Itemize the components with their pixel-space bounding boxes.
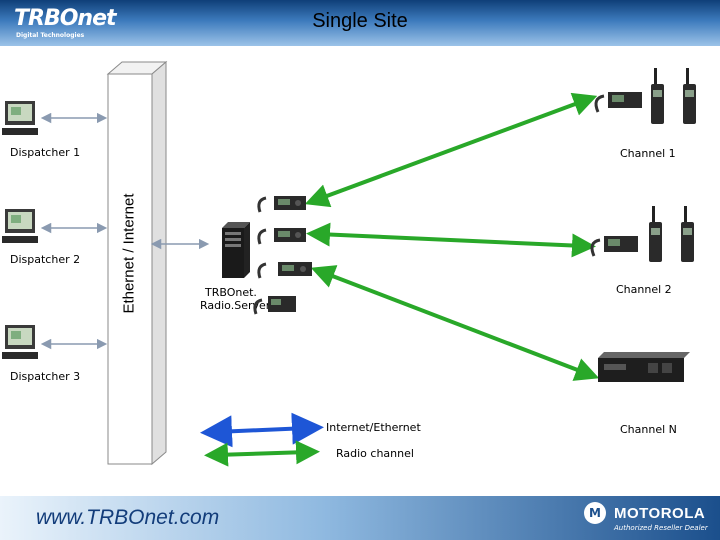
server-label-line1: TRBOnet. [205, 286, 257, 299]
server-label-line2: Radio.Server [200, 299, 271, 312]
trbonet-logo: TRBOnet [14, 6, 117, 31]
dispatcher-2-computer-icon [2, 209, 38, 243]
mobile-radio-icon [253, 296, 296, 315]
dispatcher-1-computer-icon [2, 101, 38, 135]
header-banner [0, 0, 720, 46]
mobile-radio-icon [257, 196, 306, 213]
channel-1-portable-radio-icon [651, 68, 664, 124]
dispatcher-3-label: Dispatcher 3 [10, 370, 81, 383]
radio-link-channel-n [310, 265, 600, 381]
dispatcher-3-computer-icon [2, 325, 38, 359]
legend-internet-label: Internet/Ethernet [326, 421, 421, 434]
dispatcher-2-label: Dispatcher 2 [10, 253, 81, 266]
channel-1-portable-radio-icon [683, 68, 696, 124]
dispatcher-1-label: Dispatcher 1 [10, 146, 81, 159]
channel-2-portable-radio-icon [681, 206, 694, 262]
mobile-radio-icon [257, 228, 306, 245]
radio-link-channel-1 [304, 92, 598, 208]
mobile-radio-icon [257, 262, 312, 279]
logo-tagline: Digital Technologies [16, 32, 85, 39]
channel-1-mobile-radio-icon [594, 92, 642, 113]
motorola-brand: MOTOROLA [614, 505, 706, 522]
radio-server-tower-icon [222, 222, 250, 278]
footer-website-link[interactable]: www.TRBOnet.com [36, 506, 220, 529]
channel-1-label: Channel 1 [620, 147, 676, 160]
motorola-dealer-tagline: Authorized Reseller Dealer [614, 524, 708, 532]
legend-radio-label: Radio channel [336, 447, 414, 460]
page-title: Single Site [312, 10, 408, 32]
legend-internet-line [200, 412, 324, 448]
legend-radio-line [204, 440, 320, 467]
motorola-logo-icon: M [584, 502, 606, 524]
channel-2-portable-radio-icon [649, 206, 662, 262]
radio-link-channel-2 [306, 222, 596, 258]
channel-2-mobile-radio-icon [590, 236, 638, 257]
ethernet-bus-shape [106, 60, 168, 466]
channel-n-label: Channel N [620, 423, 677, 436]
channel-n-repeater-icon [598, 352, 690, 382]
channel-2-label: Channel 2 [616, 283, 672, 296]
